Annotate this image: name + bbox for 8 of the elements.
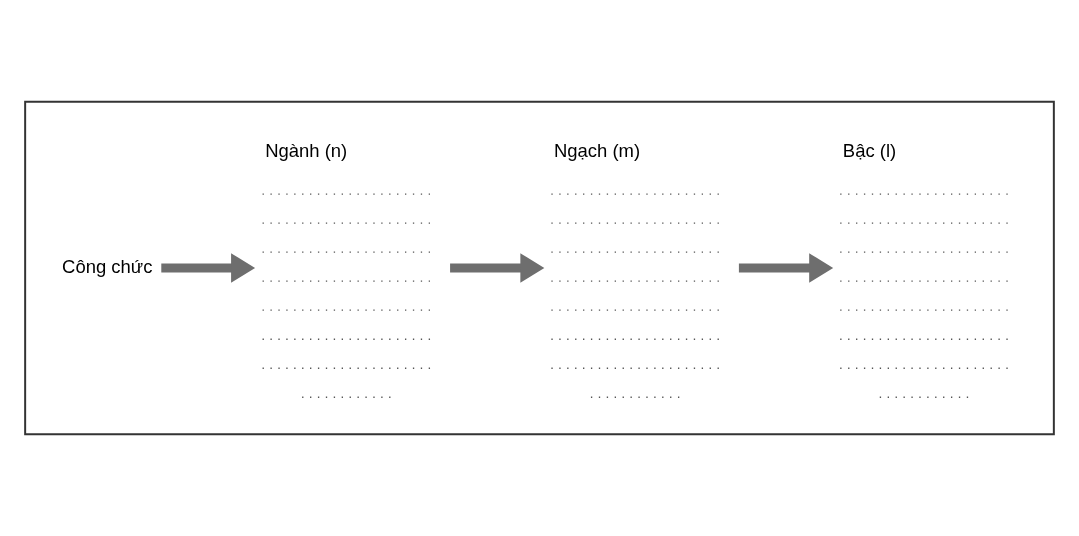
cluster xyxy=(24,100,1055,436)
node-text: Ngành (n) xyxy=(265,140,348,162)
arrow xyxy=(161,253,256,283)
node-text: Bậc (l) xyxy=(842,140,897,162)
arrow xyxy=(738,253,834,283)
node-text: Ngạch (m) xyxy=(554,140,641,162)
node-text: Công chức xyxy=(62,255,153,277)
arrow xyxy=(450,253,545,283)
